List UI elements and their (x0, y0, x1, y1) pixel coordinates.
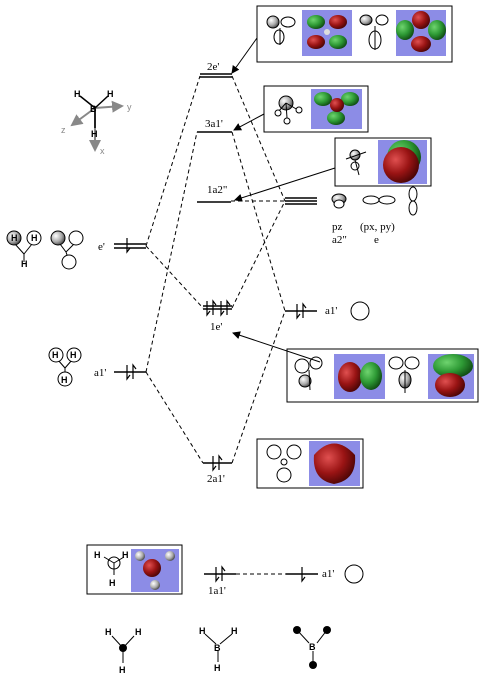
h3-e-label: e' (98, 241, 105, 253)
b-fragment-levels (285, 197, 317, 312)
orbital-box-1a2 (334, 137, 432, 187)
m2-h1: H (199, 626, 206, 636)
orbital-box-3a1 (263, 85, 369, 133)
b-e-label: e (374, 234, 379, 246)
h-label-d: H (52, 350, 59, 360)
orbital-box-1e (286, 348, 479, 403)
bh3-h3-label: H (91, 129, 98, 139)
b-a1-label: a1' (325, 305, 337, 317)
axis-z-label: z (61, 125, 66, 135)
b-a2-label: a2" (332, 234, 347, 246)
m1-h1: H (105, 627, 112, 637)
bottom-h-label-3: H (109, 578, 116, 588)
m2-h3: H (214, 663, 221, 673)
m1-h2: H (135, 627, 142, 637)
level-2e-label: 2e' (207, 61, 219, 73)
b-p-orbitals-icon (331, 186, 418, 216)
h3-a1-label: a1' (94, 367, 106, 379)
axis-x-label: x (100, 146, 105, 156)
bottom-h3-box (86, 544, 183, 595)
mo-levels (197, 73, 232, 464)
orbital-box-2a1 (256, 438, 364, 489)
m2-b: B (214, 643, 221, 653)
b-s-orbital-icon (350, 301, 370, 321)
h-label-b: H (31, 233, 38, 243)
m2-h2: H (231, 626, 238, 636)
h-label-a: H (11, 233, 18, 243)
pointer-2e (231, 37, 258, 74)
h3-e-salc-icons (6, 230, 84, 270)
h3-fragment-levels (114, 243, 146, 373)
pointer-1a2 (234, 167, 336, 202)
electron-arrows-b (296, 302, 307, 320)
bottom-levels (204, 564, 364, 584)
electron-arrows-h3 (126, 238, 137, 381)
bottom-a1-label: a1' (322, 568, 334, 580)
axis-y-label: y (127, 102, 132, 112)
level-3a1-label: 3a1' (205, 118, 223, 130)
bottom-1a1-label: 1a1' (208, 585, 226, 597)
bh3-h1-label: H (74, 89, 81, 99)
pointer-3a1 (233, 113, 265, 131)
correlation-lines (145, 75, 286, 464)
bottom-molecule-1 (111, 635, 135, 663)
h3-a1-salc-icon (48, 347, 82, 387)
h-label-e: H (70, 350, 77, 360)
level-2a1-label: 2a1' (207, 473, 225, 485)
bh3-b-label: B (90, 104, 97, 114)
b-pxpy-label: (px, py) (360, 221, 395, 233)
electron-arrows-center (206, 299, 231, 472)
bh3-h2-label: H (107, 89, 114, 99)
bottom-h-label-2: H (122, 550, 129, 560)
pointer-1e (232, 331, 321, 363)
m1-h3: H (119, 665, 126, 675)
bottom-h-label-1: H (94, 550, 101, 560)
bottom-molecule-3 (293, 626, 331, 669)
bh3-axes-structure: B H H H y z x (61, 89, 132, 156)
bottom-molecule-2 (204, 633, 233, 662)
b-pz-label: pz (332, 221, 343, 233)
level-1e-label: 1e' (210, 321, 222, 333)
orbital-box-2e (256, 5, 453, 63)
h-label-c: H (21, 259, 28, 269)
h-label-f: H (61, 375, 68, 385)
m3-b: B (309, 642, 316, 652)
level-1a2-label: 1a2" (207, 184, 227, 196)
